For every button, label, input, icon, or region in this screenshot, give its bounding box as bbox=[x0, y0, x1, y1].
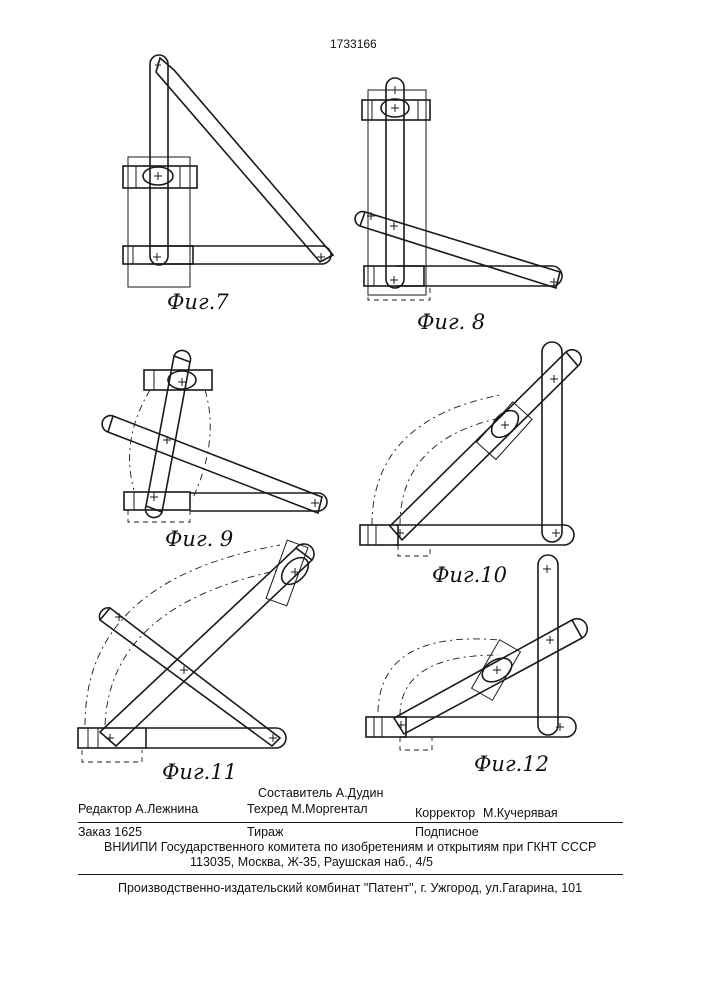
figure-8-drawing bbox=[355, 78, 562, 300]
corrector-label: Корректор bbox=[415, 806, 475, 820]
figure-11-drawing bbox=[78, 540, 314, 762]
fig7-horizontal-bar bbox=[150, 246, 331, 264]
divider-top bbox=[78, 822, 623, 823]
printer-line: Производственно-издательский комбинат "П… bbox=[118, 881, 582, 895]
fig8-horizontal-bar bbox=[396, 266, 562, 286]
editor-line: Редактор А.Лежнина bbox=[78, 802, 198, 816]
fig10-diagonal-bar bbox=[390, 352, 578, 540]
compiler-line: Составитель А.Дудин bbox=[258, 786, 383, 800]
fig11-diagonal-bar-a bbox=[100, 608, 280, 746]
fig7-diagonal-bar bbox=[156, 58, 333, 262]
address-line: 113035, Москва, Ж-35, Раушская наб., 4/5 bbox=[190, 855, 433, 869]
divider-bottom bbox=[78, 874, 623, 875]
figure-11-label: Фиг.11 bbox=[162, 760, 237, 784]
fig9-diagonal-bar bbox=[108, 416, 322, 513]
fig8-slanted-bar bbox=[360, 212, 560, 288]
fig10-horizontal-bar bbox=[396, 525, 574, 545]
fig7-vertical-bar bbox=[150, 55, 168, 265]
figure-9-drawing bbox=[102, 350, 327, 522]
fig12-horizontal-bar bbox=[400, 717, 576, 737]
figure-8-label: Фиг. 8 bbox=[417, 310, 485, 334]
order-number: Заказ 1625 bbox=[78, 825, 142, 839]
fig10-slider-housing bbox=[477, 402, 532, 460]
fig12-vertical-bar bbox=[538, 555, 558, 735]
figure-12-label: Фиг.12 bbox=[474, 752, 549, 776]
fig11-slider-housing bbox=[266, 540, 308, 606]
figure-10-label: Фиг.10 bbox=[432, 563, 507, 587]
figure-7-label: Фиг.7 bbox=[167, 290, 229, 314]
subscription-label: Подписное bbox=[415, 825, 479, 839]
figure-10-drawing bbox=[360, 342, 581, 556]
techred-line: Техред М.Моргентал bbox=[247, 802, 368, 816]
figure-7-drawing bbox=[123, 55, 333, 287]
fig11-horizontal-bar bbox=[146, 728, 286, 748]
fig11-diagonal-bar-b bbox=[100, 548, 312, 746]
institute-line: ВНИИПИ Государственного комитета по изоб… bbox=[104, 840, 596, 854]
figure-9-label: Фиг. 9 bbox=[165, 527, 233, 551]
corrector-name: М.Кучерявая bbox=[483, 806, 558, 820]
circulation-label: Тираж bbox=[247, 825, 283, 839]
